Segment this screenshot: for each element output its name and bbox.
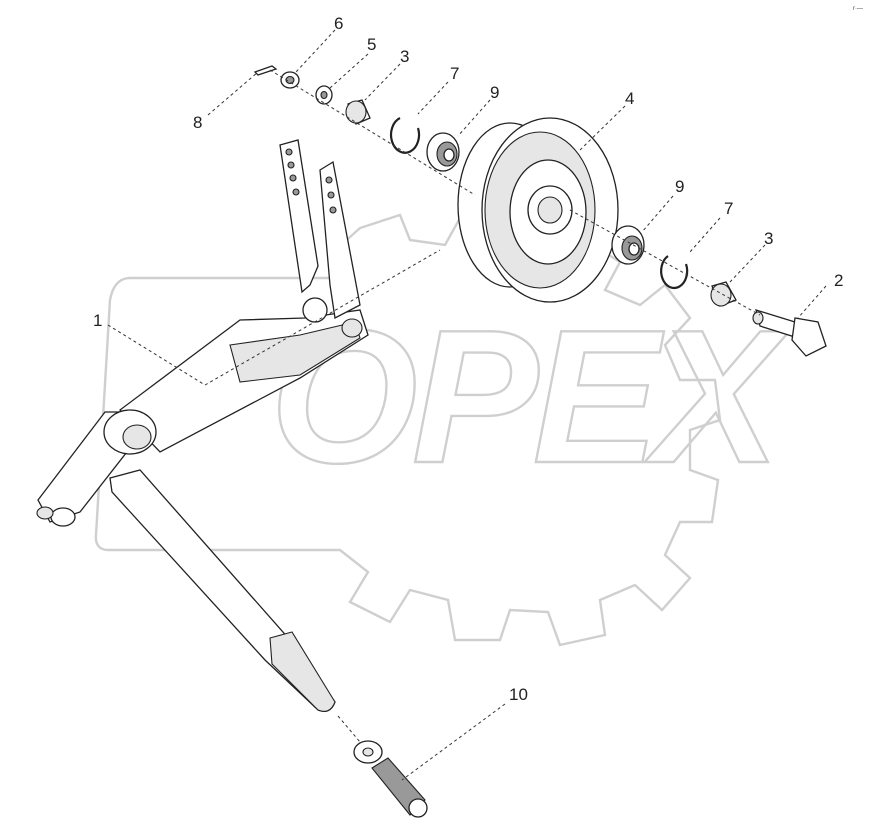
callout-9a: 9	[490, 83, 499, 102]
arm-end-pin-face	[36, 506, 54, 520]
arm-pivot-hole	[122, 424, 152, 450]
callout-10: 10	[509, 685, 528, 704]
callout-3b: 3	[764, 229, 773, 248]
arm-bracket-left	[279, 139, 319, 294]
callout-5: 5	[367, 35, 376, 54]
corner-marker: r·—	[853, 6, 863, 12]
spring-end	[408, 798, 428, 818]
callout-7b: 7	[724, 199, 733, 218]
part-3-bushing-lower	[710, 281, 737, 307]
callout-1: 1	[93, 311, 102, 330]
callout-9b: 9	[675, 177, 684, 196]
part-8-cotter-pin	[253, 65, 278, 76]
arm-bracket-right	[319, 160, 361, 319]
spring-washer-hole	[362, 747, 374, 757]
bracket-holes	[285, 148, 337, 214]
arm-tube-shade	[229, 321, 361, 383]
callout-6: 6	[334, 14, 343, 33]
part-4-pulley	[457, 117, 619, 303]
tube-end-hole	[341, 318, 363, 338]
part-7-circlip-upper	[389, 117, 421, 154]
part-1-tensioner-arm	[36, 139, 369, 713]
part-6-castle-nut	[280, 71, 300, 89]
callout-7a: 7	[450, 64, 459, 83]
arm-end-pin	[50, 507, 76, 527]
callout-3a: 3	[400, 47, 409, 66]
bracket-bolt-hole	[302, 297, 328, 323]
part-10-spring	[353, 740, 428, 818]
part-9-bearing-upper	[426, 132, 460, 172]
part-7-circlip-lower	[660, 255, 689, 290]
part-2-axle-bolt	[752, 309, 827, 357]
pulley-bore	[537, 196, 563, 224]
part-9-bearing-lower	[611, 225, 645, 265]
part-5-washer	[315, 85, 333, 105]
callout-2: 2	[834, 271, 843, 290]
leader-lines	[107, 29, 827, 781]
callout-8: 8	[193, 113, 202, 132]
arm-long-lever-shade	[269, 631, 336, 712]
callout-4: 4	[625, 89, 634, 108]
callout-labels: 1 2 3 3 4 5 6 7 7 8 9 9 10	[93, 14, 843, 704]
part-3-bushing-upper	[345, 99, 371, 125]
